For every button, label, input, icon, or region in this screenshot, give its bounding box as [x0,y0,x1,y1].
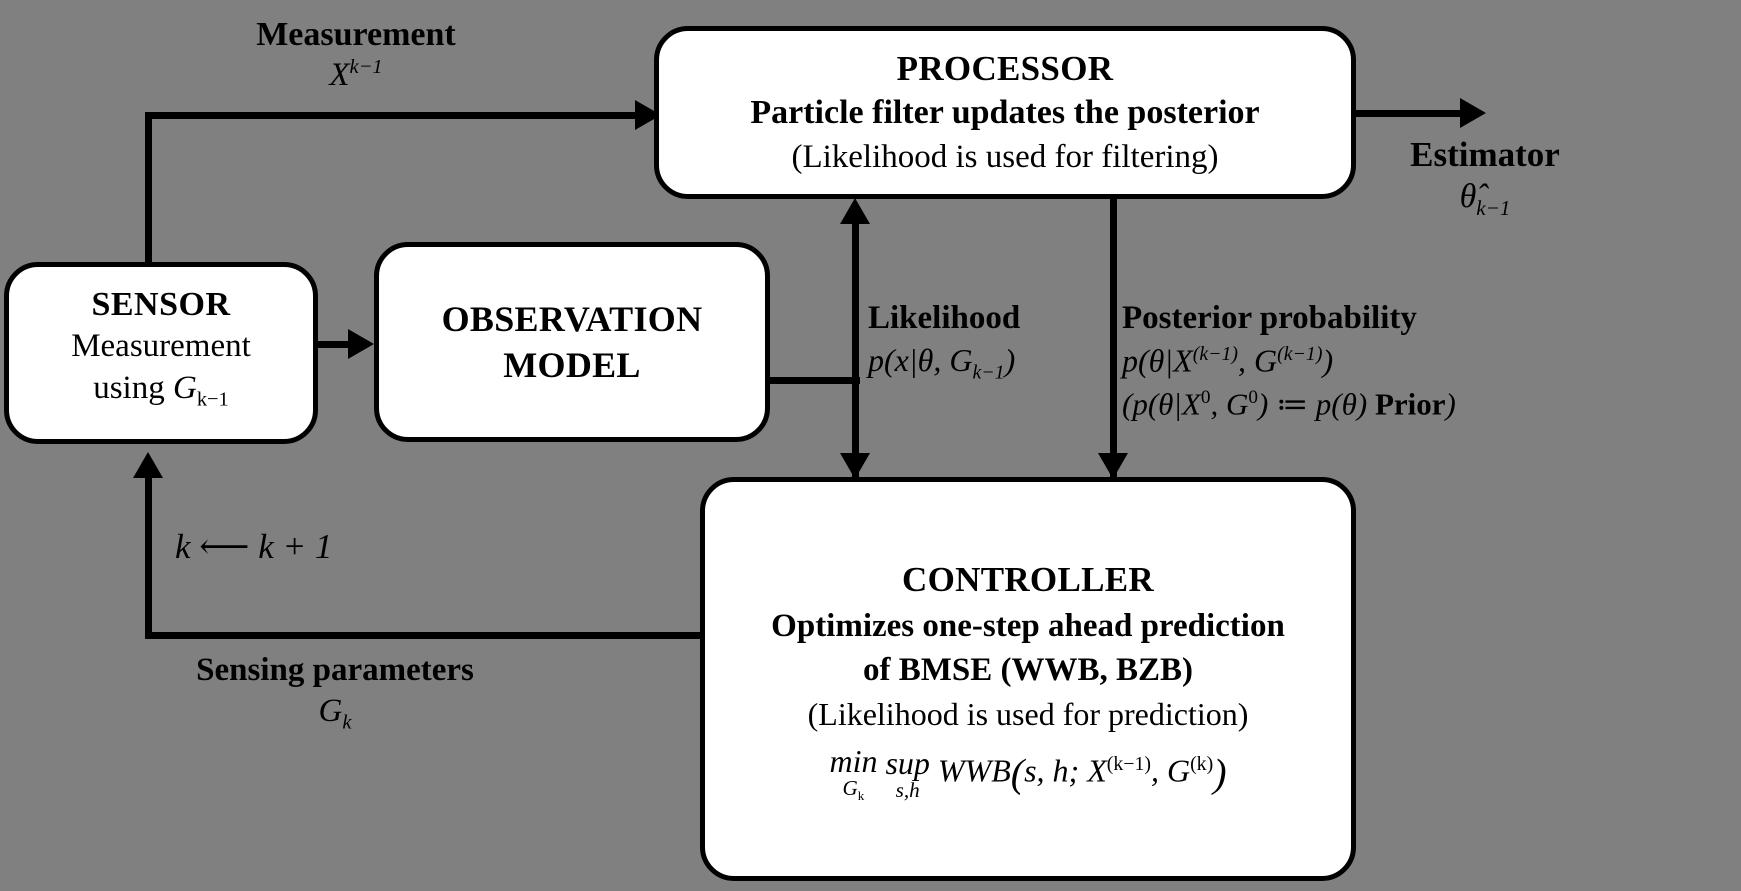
formula-args-exponent-2: (k) [1190,752,1214,775]
sensing-parameters-label-symbol: Gk [318,692,352,734]
estimator-label: Estimator θ̂k−1 [1340,135,1630,221]
formula-args-first: s, h; X [1024,752,1107,789]
measurement-label-text: Measurement [256,16,456,53]
formula-args-middle: , G [1150,752,1191,789]
processor-line-2: Particle filter updates the posterior [750,93,1260,131]
likelihood-label-text: Likelihood [868,300,1021,336]
controller-block[interactable]: CONTROLLER Optimizes one-step ahead pred… [700,477,1356,881]
processor-block[interactable]: PROCESSOR Particle filter updates the po… [654,26,1356,199]
connector-feedback-vertical [145,478,152,639]
sensor-line-1: Measurement [71,328,251,365]
controller-objective-formula: min Gk sup s,h WWB(s, h; X(k−1), G(k)) [829,742,1226,803]
observation-model-title-line-1: OBSERVATION [441,299,703,339]
likelihood-label-formula: p(x|θ, Gk−1) [868,341,1016,384]
posterior-prior-formula: (p(θ|X0, G0) ≔ p(θ) Prior) [1122,386,1456,422]
connector-feedback-horizontal [145,632,703,639]
connector-observation-model-to-likelihood-bus [768,377,860,384]
controller-line-4-emphasis: prediction [1108,695,1238,732]
processor-line-3-suffix: ) [1207,138,1219,175]
formula-min-label: min [829,743,878,780]
observation-model-block[interactable]: OBSERVATION MODEL [374,242,770,442]
formula-sup-subscript: s,h [895,777,920,802]
sensor-line-2: using Gk−1 [93,367,229,421]
controller-line-2: Optimizes one-step ahead prediction [771,607,1285,644]
measurement-label: Measurement Xk−1 [196,16,516,94]
arrowhead-posterior-down [1098,453,1128,479]
posterior-label-text: Posterior probability [1122,300,1417,336]
formula-open-paren: ( [1010,749,1025,795]
connector-sensor-to-processor-vertical [145,112,152,272]
processor-line-3: (Likelihood is used for filtering) [791,135,1218,179]
measurement-label-symbol: Xk−1 [329,56,383,94]
formula-close-paren: ) [1213,749,1227,795]
connector-sensor-to-observation-model [318,341,350,348]
processor-title: PROCESSOR [896,48,1114,88]
observation-model-title-line-2: MODEL [503,345,641,385]
connector-estimator-output [1356,110,1466,117]
sensor-line-2-symbol: G [172,370,197,407]
posterior-label: Posterior probability p(θ|X(k−1), G(k−1)… [1122,300,1741,422]
arrowhead-observation-model-input [348,329,374,359]
likelihood-label: Likelihood p(x|θ, Gk−1) [868,300,1118,384]
sensor-block[interactable]: SENSOR Measurement using Gk−1 [4,262,318,444]
formula-sup-operator: sup s,h [885,747,929,801]
connector-sensor-to-processor-horizontal [145,112,637,119]
controller-line-4-suffix: ) [1237,695,1249,732]
processor-line-3-prefix: (Likelihood is used for [791,138,1102,175]
connector-likelihood-bus-vertical [852,222,859,484]
formula-min-operator: min Gk [829,745,877,802]
controller-line-4-prefix: (Likelihood is used for [807,695,1108,732]
arrowhead-likelihood-up [840,198,870,224]
formula-function-name: WWB [937,752,1011,789]
sensor-line-2-subscript: k−1 [196,388,229,411]
formula-sup-label: sup [885,744,930,781]
formula-args-exponent-1: (k−1) [1106,752,1151,775]
arrowhead-estimator-output [1460,98,1486,128]
posterior-label-formula: p(θ|X(k−1), G(k−1)) [1122,342,1334,379]
controller-title: CONTROLLER [902,559,1154,599]
controller-line-3: of BMSE (WWB, BZB) [862,651,1194,688]
sensor-line-2-prefix: using [93,370,173,407]
estimator-label-symbol: θ̂k−1 [1459,178,1511,220]
arrowhead-sensor-feedback-input [133,452,163,478]
connector-posterior-vertical [1110,198,1117,484]
formula-min-subscript: Gk [842,776,865,804]
sensing-parameters-label-text: Sensing parameters [196,652,474,688]
increment-label: k ⟵ k + 1 [175,527,333,566]
arrowhead-likelihood-down [840,453,870,479]
estimator-label-text: Estimator [1410,135,1560,174]
sensor-title: SENSOR [91,286,231,324]
sensing-parameters-label: Sensing parameters Gk [150,652,520,734]
controller-line-4: (Likelihood is used for prediction) [808,692,1249,736]
processor-line-3-emphasis: filtering [1101,138,1208,175]
